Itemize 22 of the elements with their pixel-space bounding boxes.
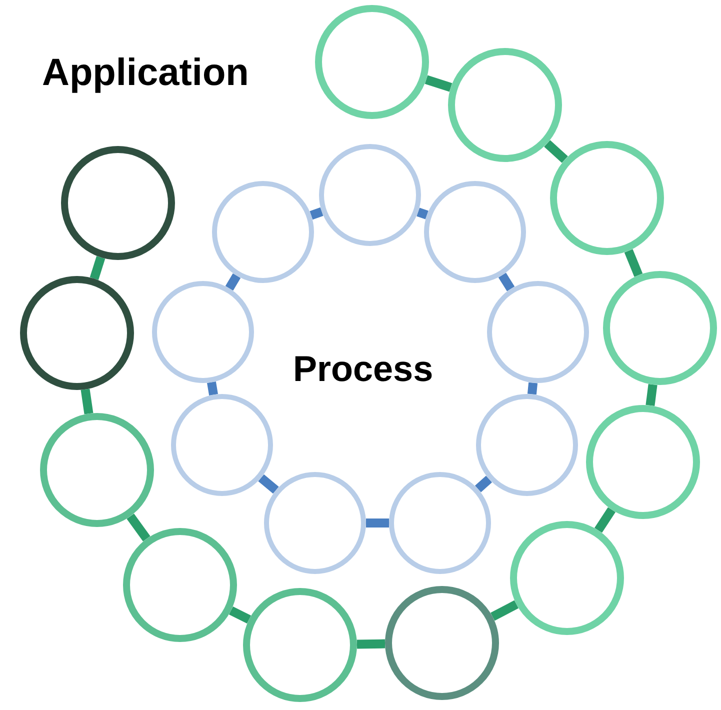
connector-line <box>207 382 218 396</box>
connector-line <box>594 507 616 533</box>
connector-line <box>624 249 643 277</box>
connector-line <box>80 388 94 414</box>
connector-line <box>646 384 658 406</box>
connector-line <box>498 272 515 292</box>
connector-line <box>356 639 386 649</box>
connector-line <box>490 600 518 621</box>
connector-line <box>424 75 452 92</box>
connector-line <box>225 273 241 291</box>
heading-label: Application <box>42 52 249 95</box>
connector-line <box>228 606 252 624</box>
connector-line <box>527 382 538 395</box>
heading-label: Process <box>293 348 434 390</box>
connector-line <box>126 514 150 542</box>
connector-line <box>90 256 106 280</box>
connector-line <box>366 518 389 528</box>
connector-line <box>474 476 492 492</box>
connector-line <box>416 208 428 220</box>
connector-line <box>544 140 568 163</box>
connector-line <box>258 474 279 494</box>
connector-line <box>310 207 324 220</box>
